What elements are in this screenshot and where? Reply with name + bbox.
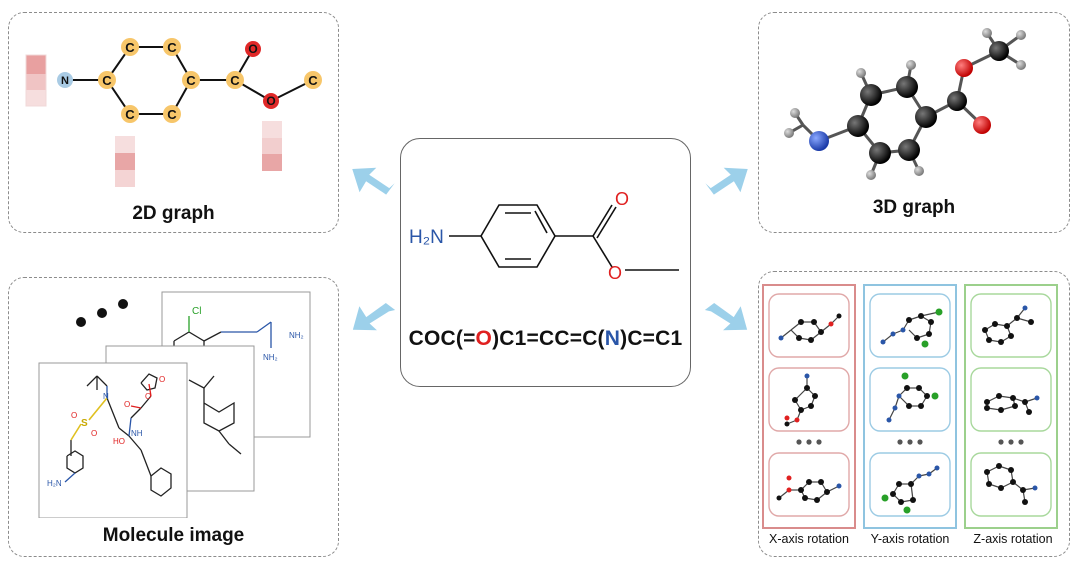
mini-molecule-y1 <box>880 308 943 348</box>
svg-text:C: C <box>167 40 177 55</box>
svg-text:O: O <box>91 429 97 438</box>
svg-text:O: O <box>145 392 151 401</box>
center-molecule-box: H₂N O O COC(=O)C1=CC=C(N)C=C1 <box>400 138 691 387</box>
svg-text:O: O <box>124 400 130 409</box>
svg-text:O: O <box>615 189 629 209</box>
atom-c5: C <box>163 105 181 123</box>
image-card-front: S N O O NH HO O O O H₂N <box>38 362 188 518</box>
svg-text:Cl: Cl <box>192 306 201 317</box>
svg-text:NH₂: NH₂ <box>289 331 304 340</box>
feature-bar-right <box>262 121 282 171</box>
label-3d-graph: 3D graph <box>872 197 956 218</box>
svg-text:N: N <box>103 392 109 401</box>
graph-2d-drawing: N C C C C C C C O O C <box>25 38 322 187</box>
mini-molecule-z1 <box>982 305 1034 345</box>
atom-c2: C <box>121 38 139 56</box>
smiles-part: CO <box>408 327 441 350</box>
atom-c1: C <box>98 71 116 89</box>
svg-text:O: O <box>159 375 165 384</box>
svg-text:C: C <box>125 40 135 55</box>
panel-2d-graph: N C C C C C C C O O C 2D graph <box>8 12 339 233</box>
svg-text:NH₂: NH₂ <box>263 353 278 362</box>
feature-bar-left <box>25 54 47 107</box>
atom-c4: C <box>182 71 200 89</box>
panel-rotations: X-axis rotation Y-axis rotation Z-axis r… <box>758 271 1070 557</box>
mini-molecule-x3 <box>776 475 842 503</box>
center-structure: H₂N O O <box>409 189 679 283</box>
svg-text:O: O <box>266 94 275 108</box>
graph-3d-atoms <box>784 28 1026 180</box>
svg-text:H₂N: H₂N <box>409 227 444 248</box>
svg-text:O: O <box>608 263 622 283</box>
svg-text:O: O <box>71 411 77 420</box>
svg-text:C: C <box>125 107 135 122</box>
atom-o2: O <box>263 93 279 109</box>
mini-molecule-z2 <box>984 393 1040 415</box>
svg-text:N: N <box>61 75 69 87</box>
mini-molecule-y2 <box>886 372 939 423</box>
atom-c6: C <box>121 105 139 123</box>
mini-molecule-z3 <box>984 463 1038 505</box>
smiles-part: O <box>475 327 493 350</box>
molecule-image-drawing: Cl NH₂ NH₂ <box>38 291 311 518</box>
rotations-drawing <box>762 284 1058 529</box>
svg-text:NH: NH <box>131 429 143 438</box>
svg-text:C: C <box>167 107 177 122</box>
svg-text:H₂N: H₂N <box>47 479 62 488</box>
atom-o1: O <box>245 41 261 57</box>
atom-c7: C <box>226 71 244 89</box>
svg-text:C: C <box>308 73 318 88</box>
label-y-axis-rotation: Y-axis rotation <box>870 532 950 546</box>
ellipsis-dots <box>76 299 128 327</box>
smiles-part: (= <box>455 327 476 350</box>
smiles-part: N <box>604 327 621 350</box>
mini-molecule-x1 <box>778 313 842 343</box>
svg-text:S: S <box>81 418 88 429</box>
label-x-axis-rotation: X-axis rotation <box>769 532 849 546</box>
label-2d-graph: 2D graph <box>132 203 215 224</box>
label-molecule-image: Molecule image <box>102 525 245 546</box>
svg-text:C: C <box>186 73 196 88</box>
atom-c3: C <box>163 38 181 56</box>
svg-text:O: O <box>248 42 257 56</box>
mini-molecule-x2 <box>784 373 818 427</box>
atom-c8: C <box>304 71 322 89</box>
smiles-part: )C1=CC=C( <box>492 327 605 350</box>
arrow-to-rotations <box>704 303 748 331</box>
atom-n: N <box>57 72 73 88</box>
label-z-axis-rotation: Z-axis rotation <box>973 532 1053 546</box>
panel-molecule-image: Cl NH₂ NH₂ <box>8 277 339 557</box>
arrow-to-molecule-image <box>352 303 396 331</box>
arrow-to-3d-graph <box>705 167 748 195</box>
arrow-to-2d-graph <box>352 167 395 195</box>
smiles-part: C <box>440 327 456 350</box>
smiles-string: COC(=O)C1=CC=C(N)C=C1 <box>401 327 690 351</box>
smiles-part: )C=C1 <box>620 327 683 350</box>
panel-3d-graph: 3D graph <box>758 12 1070 233</box>
svg-text:HO: HO <box>113 437 125 446</box>
graph-3d-drawing <box>784 28 1026 180</box>
mini-molecule-y3 <box>881 465 940 514</box>
feature-bar-bottom <box>115 136 135 187</box>
svg-text:C: C <box>102 73 112 88</box>
svg-text:C: C <box>230 73 240 88</box>
